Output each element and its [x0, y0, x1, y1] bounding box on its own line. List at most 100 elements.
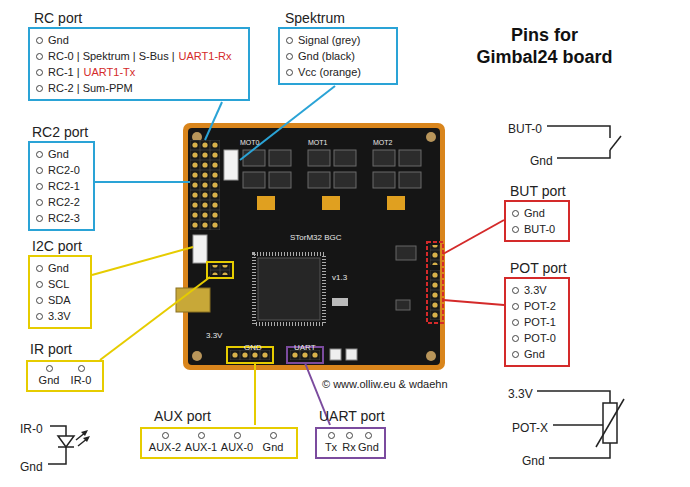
silkscreen-label: v1.3: [332, 273, 347, 282]
label-holder: UART: [294, 336, 316, 354]
pin-row: RC2-2: [36, 194, 86, 210]
pin-row: POT-0: [512, 330, 561, 346]
pin-circle: [36, 199, 43, 206]
pin-circle: [36, 53, 43, 60]
pin-label: 3.3V: [48, 309, 71, 323]
pin-label: IR-0: [71, 374, 92, 387]
port-group: POT port3.3VPOT-2POT-1POT-0Gnd: [504, 260, 570, 367]
port-box: Gnd IR-0: [26, 360, 104, 392]
pin-label: Gnd: [48, 33, 69, 47]
pin-circle: [512, 287, 519, 294]
pin-row: SDA: [36, 292, 83, 308]
pin-label: POT-0: [524, 331, 556, 345]
pin-label: UART1-Tx: [84, 66, 136, 78]
pin-label: SDA: [48, 293, 71, 307]
pin-circle: [270, 432, 277, 439]
port-heading: Spektrum: [278, 10, 398, 27]
pin-label: Gnd: [524, 347, 545, 361]
port-group: RC portGndRC-0 | Spektrum | S-Bus | UART1…: [28, 10, 250, 101]
pin-circle: [234, 432, 241, 439]
port-box: Signal (grey)Gnd (black)Vcc (orange): [278, 27, 398, 85]
label-holder: GND: [244, 336, 262, 354]
pin-label: RC2-1: [48, 179, 80, 193]
silkscreen-label: MOT2: [373, 139, 392, 146]
pin-label: Gnd: [263, 441, 284, 454]
label-holder: BUT-0: [508, 119, 542, 137]
ir-header: [210, 265, 230, 275]
pin-circle: [36, 69, 43, 76]
port-group: UART portTxRxGnd: [315, 408, 386, 459]
silkscreen-label: UART: [294, 343, 316, 352]
rc-header: [190, 140, 220, 180]
pin-label: Gnd: [524, 206, 545, 220]
port-heading: RC port: [28, 10, 250, 27]
label-holder: MOT2: [373, 131, 392, 149]
port-heading: IR port: [26, 341, 104, 358]
pin-circle: [36, 265, 43, 272]
driver-chips: [243, 150, 421, 188]
port-heading: POT port: [504, 260, 570, 277]
pin-label: BUT-0: [524, 222, 555, 236]
pin-circle: [346, 432, 353, 439]
pin-circle: [162, 432, 169, 439]
pin-circle: [512, 226, 519, 233]
pin-circle: [78, 365, 85, 372]
pin-row: Gnd: [36, 260, 83, 276]
pin-circle: [36, 37, 43, 44]
pin-label: Gnd: [39, 374, 60, 387]
mcu-chip: [258, 258, 320, 320]
pin-label: POT-1: [524, 315, 556, 329]
port-heading: BUT port: [504, 183, 570, 200]
schematic-label: Gnd: [522, 454, 545, 468]
silkscreen-label: 3.3V: [206, 331, 222, 340]
label-holder: IR-0: [20, 419, 43, 437]
port-box: TxRxGnd: [315, 427, 386, 459]
label-holder: MOT0: [240, 131, 259, 149]
pin-column: IR-0: [65, 365, 97, 387]
pin-label: RC-0 | Spektrum | S-Bus |: [48, 49, 175, 63]
pin-row: RC2-0: [36, 162, 86, 178]
schematic-label: POT-X: [512, 421, 548, 435]
pin-label: AUX-0: [221, 441, 253, 454]
pin-column: Gnd: [33, 365, 65, 387]
port-heading: AUX port: [140, 408, 298, 425]
pin-circle: [36, 151, 43, 158]
i2c-connector: [193, 235, 207, 263]
pin-label: Tx: [325, 441, 337, 454]
pin-column: AUX-1: [183, 432, 219, 454]
port-group: AUX portAUX-2AUX-1AUX-0Gnd: [140, 408, 298, 459]
pin-label: Gnd: [48, 147, 69, 161]
pin-row: Signal (grey): [286, 32, 389, 48]
pin-column: Rx: [340, 432, 358, 454]
label-holder: © www.olliw.eu & wdaehn: [322, 374, 448, 392]
pin-circle: [365, 432, 372, 439]
label-holder: Gnd: [522, 451, 545, 469]
port-group: RC2 portGndRC2-0RC2-1RC2-2RC2-3: [28, 124, 95, 231]
pin-circle: [512, 303, 519, 310]
port-box: GndRC2-0RC2-1RC2-2RC2-3: [28, 141, 95, 231]
pin-circle: [198, 432, 205, 439]
pin-row: RC2-3: [36, 210, 86, 226]
label-holder: 3.3V: [206, 324, 222, 342]
port-box: GndBUT-0: [504, 200, 570, 242]
silkscreen-label: STorM32 BGC: [290, 233, 342, 242]
pin-circle: [512, 210, 519, 217]
pin-label: RC2-0: [48, 163, 80, 177]
pin-circle: [36, 313, 43, 320]
copyright-note: © www.olliw.eu & wdaehn: [322, 378, 448, 390]
port-group: BUT portGndBUT-0: [504, 183, 570, 242]
pin-label: RC-2 | Sum-PPM: [48, 81, 133, 95]
pin-label: RC-1 |: [48, 65, 80, 79]
pin-row: Gnd: [36, 146, 86, 162]
port-group: SpektrumSignal (grey)Gnd (black)Vcc (ora…: [278, 10, 398, 85]
pin-circle: [36, 215, 43, 222]
capacitors: [257, 196, 405, 210]
but-header: [430, 245, 440, 265]
pin-label: Vcc (orange): [298, 65, 361, 79]
pin-label: Signal (grey): [298, 33, 360, 47]
pin-row: Gnd: [36, 32, 241, 48]
pin-row: POT-2: [512, 298, 561, 314]
port-heading: RC2 port: [28, 124, 95, 141]
schematic-label: BUT-0: [508, 122, 542, 136]
pin-circle: [36, 183, 43, 190]
